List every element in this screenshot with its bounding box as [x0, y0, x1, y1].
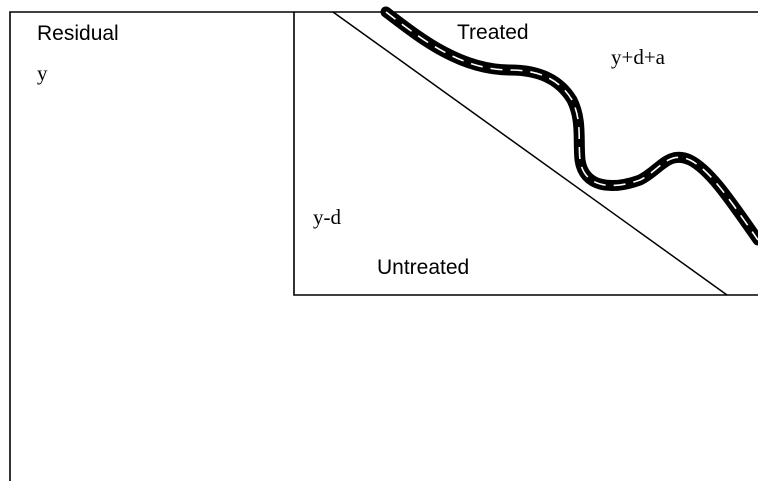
residual-formula: y — [37, 61, 48, 85]
road-center-dashes — [385, 11, 758, 241]
diagonal-divider — [332, 11, 728, 296]
road-curve — [380, 6, 758, 246]
untreated-label: Untreated — [377, 256, 469, 279]
residual-label: Residual — [37, 22, 119, 45]
treated-label: Treated — [457, 21, 529, 44]
treated-formula: y+d+a — [611, 45, 666, 69]
inner-box — [293, 12, 758, 296]
road-surface — [380, 6, 758, 246]
untreated-formula: y-d — [313, 205, 341, 229]
residual-frame — [9, 11, 758, 481]
